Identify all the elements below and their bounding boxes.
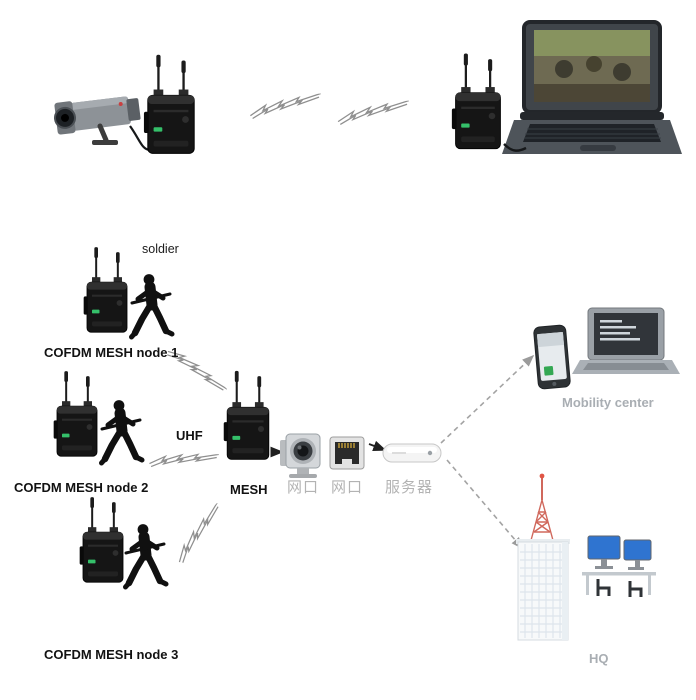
mesh-label: MESH: [230, 482, 268, 497]
node-2-label: COFDM MESH node 2: [14, 480, 149, 495]
ethernet-port-icon: [329, 436, 365, 470]
server-icon: [382, 443, 442, 463]
rugged-laptop-icon: [502, 20, 682, 154]
mesh-central-radio-icon: [222, 369, 271, 461]
hq-building-icon: [516, 473, 656, 641]
hq-label: HQ: [589, 651, 609, 666]
server-to-port-arrow: [368, 440, 387, 451]
lan-port-2-label: 网口: [331, 479, 364, 496]
radio-tower-icon: [529, 473, 555, 545]
wireless-link-node2-icon: [148, 448, 220, 474]
smartphone-icon: [533, 324, 571, 390]
mobility-laptop-icon: [572, 307, 680, 374]
mesh-node-3-icon: [78, 496, 166, 587]
hq-monitors-icon: [582, 535, 656, 597]
mesh-node-1-icon: [82, 246, 172, 337]
server-to-hq-link: [446, 459, 524, 550]
wireless-link-top-icon: [248, 93, 411, 126]
ip-camera-icon: [280, 433, 321, 478]
node-3-label: COFDM MESH node 3: [44, 647, 179, 662]
mobility-center-label: Mobility center: [562, 395, 654, 410]
node-1-label: COFDM MESH node 1: [44, 345, 179, 360]
cctv-camera-icon: [53, 96, 151, 152]
radio-icon-top-left: [142, 53, 196, 155]
server-label: 服务器: [385, 479, 434, 496]
mesh-node-2-icon: [52, 370, 142, 463]
wireless-link-node3-icon: [168, 502, 231, 565]
uhf-label: UHF: [176, 428, 203, 443]
soldier-label: soldier: [142, 242, 179, 256]
lan-port-1-label: 网口: [287, 479, 320, 496]
radio-icon-top-right: [450, 52, 502, 150]
server-to-mobility-link: [440, 354, 535, 444]
laptop-cable: [503, 143, 527, 152]
